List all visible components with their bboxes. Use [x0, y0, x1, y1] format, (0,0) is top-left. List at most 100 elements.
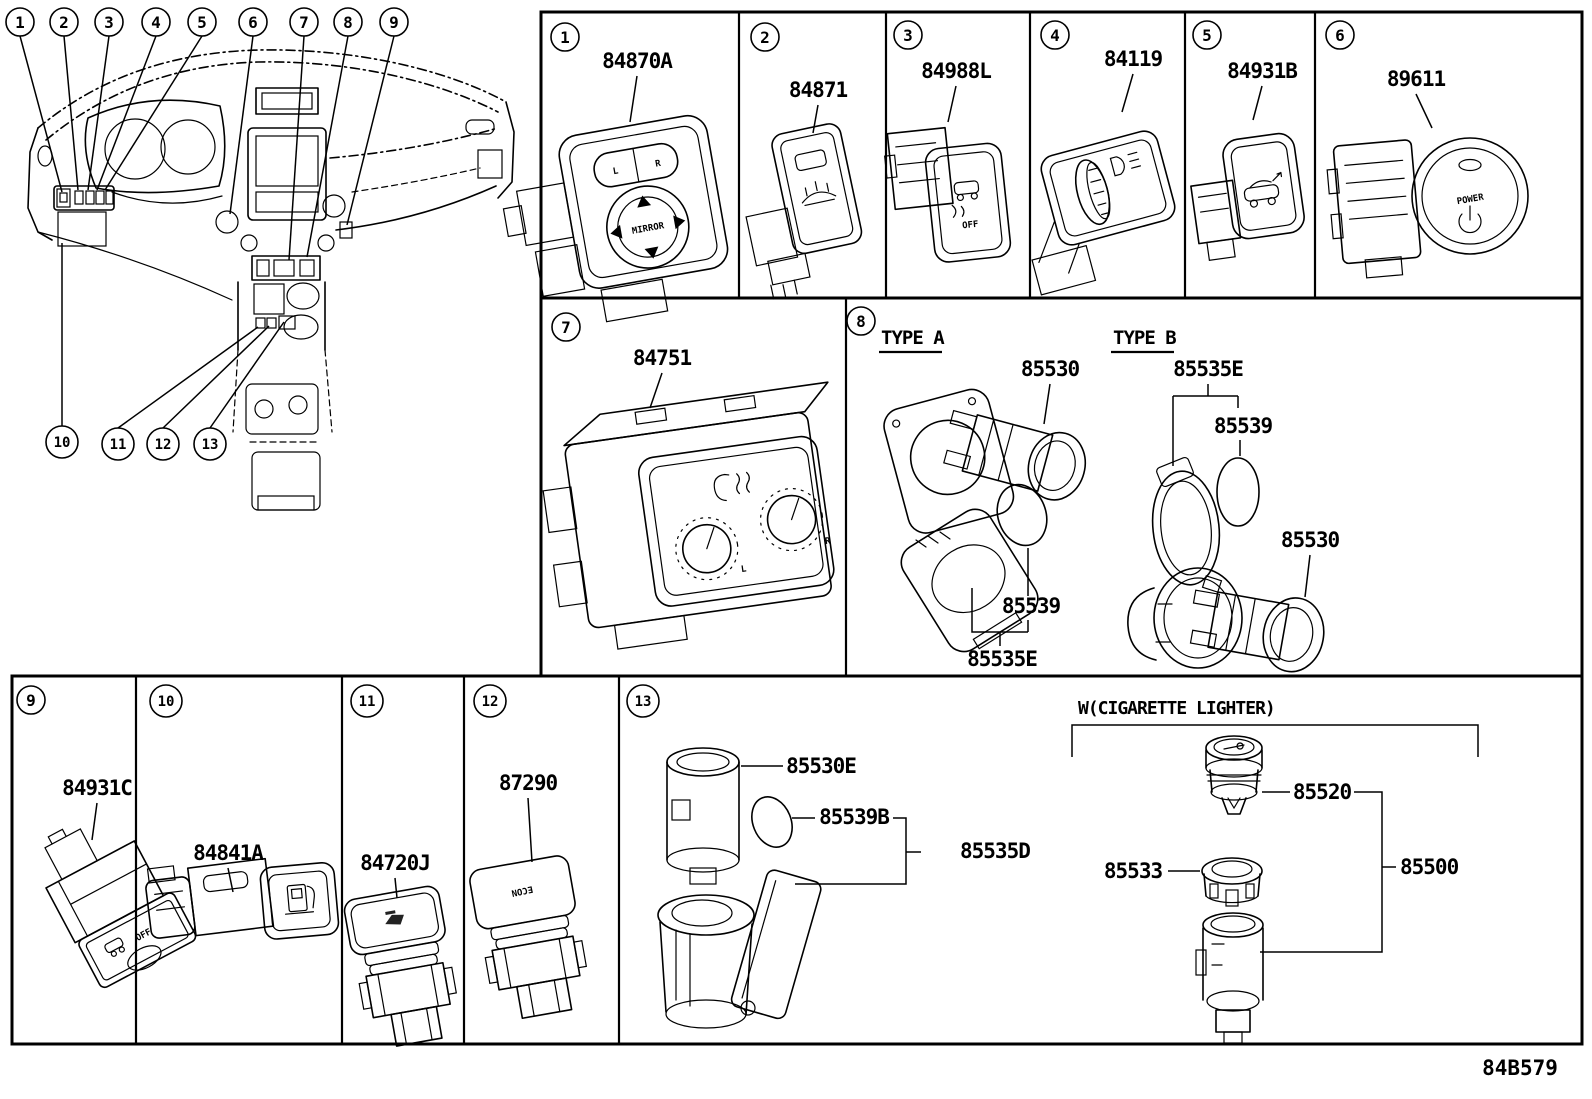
panel-6-power-button: 6 89611 POWER: [1325, 20, 1529, 279]
mirror-pad-arrows-icon: [610, 195, 686, 259]
callout-7: 7: [299, 13, 309, 32]
mirror-pad-text: MIRROR: [631, 221, 665, 237]
wiper-deicer-icon: [801, 181, 837, 207]
type-a-housing-label: 85535E: [967, 647, 1037, 671]
callout-13: 13: [202, 437, 219, 453]
panel6-part-label: 89611: [1387, 67, 1446, 91]
panel-11-switch: 11 84720J: [343, 684, 457, 1047]
leveling-switch-drawing: [1031, 130, 1176, 296]
panel13-socket-label: 85530E: [786, 754, 856, 778]
lighter-assy-label: 85500: [1400, 855, 1459, 879]
panel-7-seat-heater-switch: 7 84751 L R: [542, 312, 835, 650]
back-door-switch-drawing: [1190, 132, 1305, 262]
panel11-callout: 11: [359, 694, 376, 710]
panel2-part-label: 84871: [789, 78, 848, 102]
power-indicator-icon: [1458, 158, 1482, 172]
mirror-rocker-left-label: L: [612, 166, 620, 177]
deicer-switch-drawing: [745, 123, 863, 300]
callout-12: 12: [155, 437, 172, 453]
power-button-connector: [1326, 139, 1422, 279]
mirror-rocker-right-label: R: [655, 159, 663, 170]
panel4-callout: 4: [1050, 26, 1060, 45]
fuel-pump-icon: [284, 883, 315, 915]
callout-3: 3: [104, 13, 114, 32]
panel-1-mirror-switch: 1 84870A L R MIRROR: [502, 22, 729, 323]
panel9-callout: 9: [26, 691, 36, 710]
power-button-face: POWER: [1411, 137, 1529, 255]
dashboard-overview: 1 2 3 4 5 6 7 8 9 10 11 12 13: [5, 7, 515, 511]
mirror-switch-drawing: L R MIRROR: [502, 114, 729, 323]
panel9-switch-drawing: OFF: [44, 828, 197, 989]
overview-callouts-bottom: 10 11 12 13: [45, 425, 227, 461]
type-a-socket-drawing: [943, 409, 1087, 501]
lighter-socket-drawing: [1195, 912, 1264, 1044]
type-b-group: TYPE B 85535E 85539 85530: [1111, 327, 1340, 673]
type-a-socket-label: 85530: [1021, 357, 1080, 381]
power-symbol-icon: [1458, 205, 1482, 234]
cigarette-lighter-title: W(CIGARETTE LIGHTER): [1078, 698, 1275, 719]
panel-12-switch: 12 87290 ECON: [469, 684, 588, 1020]
callout-10: 10: [54, 435, 71, 451]
panel2-callout: 2: [760, 28, 770, 47]
panel13-socket-drawing: [666, 747, 740, 885]
panel13-cap-drawing: [751, 796, 793, 848]
diagram-code: 84B579: [1482, 1056, 1558, 1080]
type-b-housing-label: 85535E: [1173, 357, 1243, 381]
panel9-car-icon: [104, 937, 125, 957]
liftgate-car-icon: [1243, 171, 1283, 208]
type-b-cap-drawing: [1216, 457, 1260, 527]
type-b-socket-drawing: [1189, 589, 1325, 673]
callout-1: 1: [15, 13, 25, 32]
panel-8-power-outlet: 8 TYPE A 85530: [846, 306, 1340, 673]
panel-3-vsc-off-switch: 3 84988L OFF: [883, 20, 1012, 263]
lighter-ring-drawing: [1201, 857, 1263, 907]
panel7-callout: 7: [561, 318, 571, 337]
panel-13-power-outlet-group: 13 85530E 85539B 85535D: [626, 684, 1479, 1044]
callout-9: 9: [389, 13, 399, 32]
seat-heater-right-label: R: [824, 536, 831, 547]
seat-heat-icon: [713, 471, 750, 502]
type-a-group: TYPE A 85530: [879, 327, 1087, 671]
grid-frames: [10, 10, 1584, 1046]
panel10-callout: 10: [158, 694, 175, 710]
overview-callouts-top: 1 2 3 4 5 6 7 8 9: [5, 7, 409, 37]
panel12-face-text: ECON: [510, 883, 533, 897]
callout-5: 5: [197, 13, 207, 32]
panel13-callout: 13: [635, 694, 652, 710]
panel-5-back-door-switch: 5 84931B: [1190, 20, 1305, 262]
panel1-part-label: 84870A: [602, 49, 673, 73]
callout-4: 4: [151, 13, 161, 32]
vsc-switch-drawing: OFF: [883, 126, 1012, 263]
lighter-ring-label: 85533: [1104, 859, 1163, 883]
panel12-switch-drawing: ECON: [469, 855, 588, 1020]
panel-2-deicer-switch: 2 84871: [745, 22, 863, 300]
seat-heater-drawing: L R: [542, 381, 835, 650]
panel5-part-label: 84931B: [1227, 59, 1297, 83]
power-button-label: POWER: [1456, 193, 1485, 208]
seat-heater-left-label: L: [740, 564, 747, 575]
panel12-part-label: 87290: [499, 771, 558, 795]
callout-11: 11: [110, 437, 127, 453]
panel4-part-label: 84119: [1104, 47, 1163, 71]
panel8-callout: 8: [856, 312, 866, 331]
panel13-housing-drawing: [657, 869, 822, 1029]
callout-6: 6: [248, 13, 258, 32]
panel-4-leveling-switch: 4 84119: [1031, 20, 1176, 296]
lighter-plug-label: 85520: [1293, 780, 1352, 804]
panel3-callout: 3: [903, 26, 913, 45]
type-a-cap-label: 85539: [1002, 594, 1061, 618]
fuel-switch-drawing: [145, 857, 340, 940]
panel11-part-label: 84720J: [360, 851, 430, 875]
type-b-housing-drawing: [1127, 456, 1243, 669]
deicer-window-icon: [794, 149, 827, 172]
type-a-title: TYPE A: [881, 327, 945, 349]
panel6-callout: 6: [1335, 26, 1345, 45]
panel10-part-label: 84841A: [193, 841, 264, 865]
panel5-callout: 5: [1202, 26, 1212, 45]
headlamp-leveling-icon: [1109, 151, 1141, 177]
panel12-callout: 12: [482, 694, 499, 710]
type-b-title: TYPE B: [1113, 327, 1176, 349]
panel7-part-label: 84751: [633, 346, 692, 370]
